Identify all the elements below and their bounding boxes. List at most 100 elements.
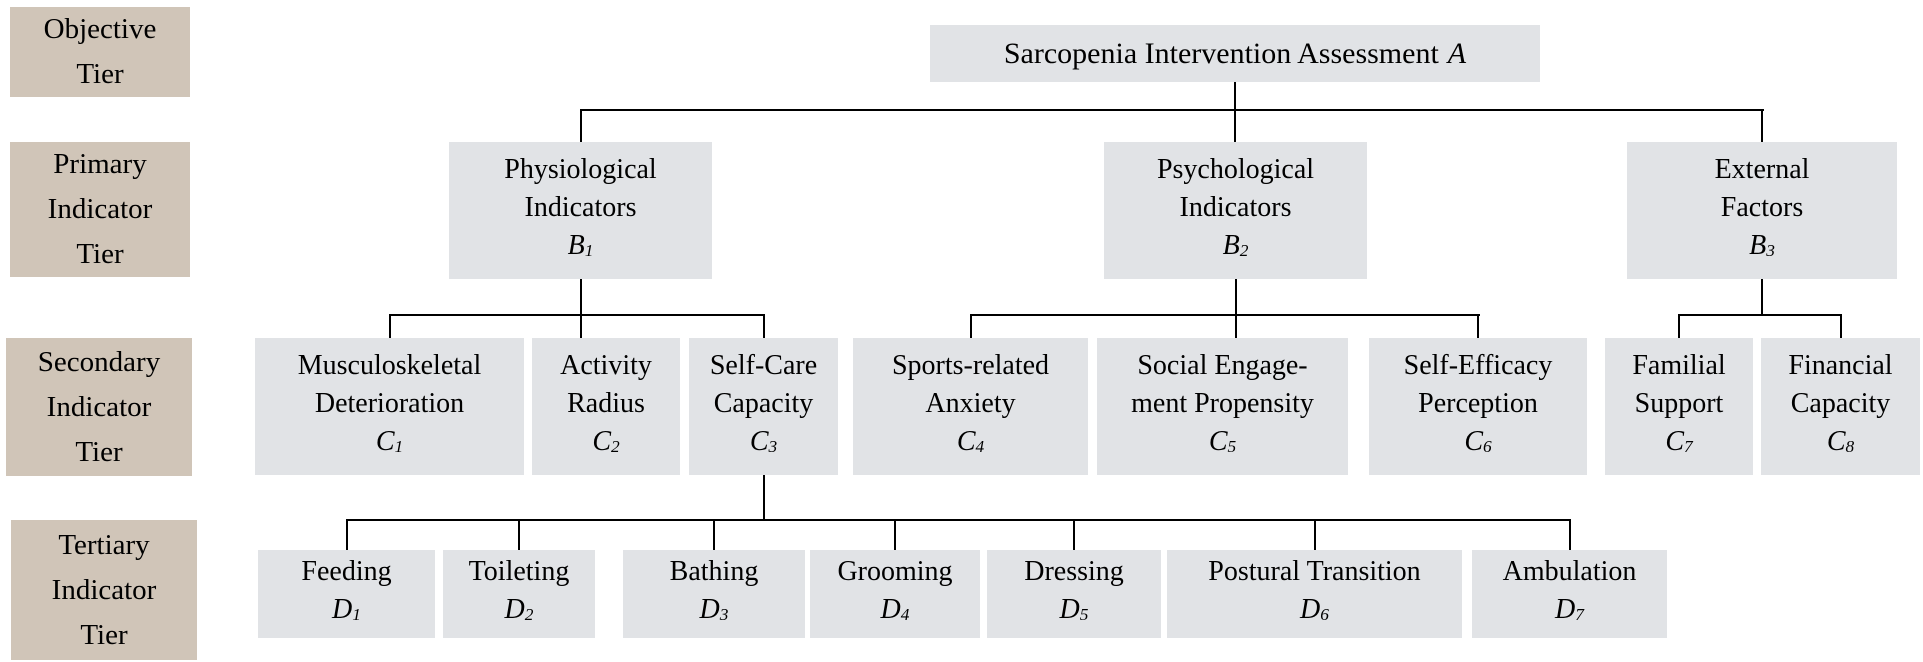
- node-symbol-subscript: 1: [584, 241, 594, 261]
- node-label-text: Perception: [1418, 387, 1538, 419]
- connector-C3-bus: [346, 519, 1571, 521]
- connector-A-stem: [1234, 82, 1236, 111]
- node-symbol-line: D4: [881, 591, 910, 634]
- node-symbol-subscript: 3: [1766, 241, 1775, 261]
- node-symbol-letter: D: [1555, 594, 1576, 626]
- node-symbol: C4: [957, 426, 984, 457]
- node-label-line: Social Engage-: [1137, 347, 1307, 385]
- node-label-line: Self-Efficacy: [1404, 347, 1553, 385]
- connector-C3-D2: [518, 520, 520, 550]
- node-symbol-letter: C: [749, 425, 769, 457]
- node-label-line: Self-Care: [710, 347, 817, 385]
- node-symbol: D7: [1555, 594, 1584, 625]
- node-symbol-letter: B: [567, 229, 585, 261]
- connector-B2-bus: [970, 314, 1480, 316]
- connector-C3-D4: [894, 520, 896, 550]
- connector-C3-D6: [1314, 520, 1316, 550]
- node-symbol-subscript: 2: [1239, 241, 1249, 261]
- node-symbol-letter: B: [1222, 229, 1240, 261]
- tier-label-line: Tier: [76, 238, 124, 270]
- node-symbol: D3: [700, 594, 729, 625]
- node-label-line: Capacity: [714, 385, 814, 423]
- tier-label-line: Primary: [53, 148, 147, 180]
- node-symbol-letter: D: [1300, 594, 1321, 626]
- node-symbol-letter: C: [1665, 425, 1684, 457]
- tier-label-line: Indicator: [46, 390, 152, 423]
- node-label-line: Deterioration: [315, 385, 464, 423]
- node-symbol-line: D3: [700, 591, 729, 634]
- node-symbol-subscript: 8: [1845, 437, 1855, 457]
- node-label-line: Physiological: [504, 151, 656, 189]
- node-symbol-line: C4: [957, 423, 984, 466]
- connector-B3-C8: [1840, 315, 1842, 338]
- node-symbol-letter: D: [880, 594, 901, 626]
- node-symbol: C7: [1665, 426, 1692, 457]
- node-symbol-letter: C: [956, 425, 976, 457]
- node-symbol-letter: D: [504, 594, 525, 626]
- node-label-text: Dressing: [1024, 556, 1124, 588]
- node-label-line: Sports-related: [892, 347, 1049, 385]
- node-label-line: Factors: [1721, 189, 1803, 227]
- connector-C3-stem: [763, 475, 765, 521]
- connector-C3-D3: [713, 520, 715, 550]
- node-label-text: Ambulation: [1502, 556, 1637, 588]
- connector-B1-C1: [389, 315, 391, 338]
- node-symbol-line: D5: [1060, 591, 1089, 634]
- node-symbol-subscript: 5: [1227, 437, 1237, 457]
- tier-label-line: Tertiary: [58, 528, 150, 561]
- connector-B1-bus: [389, 314, 765, 316]
- connector-A-B3: [1761, 110, 1763, 142]
- node-symbol-line: C2: [592, 423, 619, 466]
- connector-B2-C6: [1477, 315, 1479, 338]
- node-symbol-subscript: 4: [900, 605, 910, 625]
- node-symbol-letter: D: [699, 594, 720, 626]
- node-symbol-subscript: 7: [1575, 605, 1584, 625]
- node-symbol-subscript: 6: [1483, 437, 1492, 457]
- node-label-text: Toileting: [468, 556, 570, 588]
- connector-C3-D7: [1569, 520, 1571, 550]
- node-label-line: Grooming: [837, 553, 952, 591]
- node-label-text: ment Propensity: [1131, 387, 1314, 419]
- node-symbol: C6: [1464, 426, 1491, 457]
- node-label-line: Feeding: [301, 553, 391, 591]
- node-symbol-line: B3: [1749, 227, 1775, 270]
- node-symbol-subscript: 3: [719, 605, 729, 625]
- node-label-text: Feeding: [301, 556, 392, 588]
- node-label-line: External: [1715, 151, 1810, 189]
- node-label-text: Anxiety: [925, 387, 1016, 419]
- node-symbol-subscript: 2: [524, 605, 534, 625]
- node-label-text: Deterioration: [314, 387, 465, 419]
- node-symbol-subscript: 2: [611, 437, 620, 457]
- node-label-text: Self-Efficacy: [1403, 349, 1553, 381]
- node-label-text: External: [1714, 153, 1810, 185]
- node-symbol: B1: [568, 230, 594, 261]
- node-label-text: Indicators: [524, 191, 637, 223]
- connector-A-bus: [580, 109, 1764, 111]
- node-symbol: D4: [881, 594, 910, 625]
- connector-B3-bus: [1678, 314, 1842, 316]
- node-symbol-subscript: 4: [975, 437, 985, 457]
- node-label-text: Psychological: [1156, 153, 1315, 185]
- node-label-text: Capacity: [1790, 387, 1891, 419]
- node-symbol: C2: [592, 426, 619, 457]
- node-label-text: Self-Care: [709, 349, 818, 381]
- tier-label-line: Secondary: [37, 345, 161, 378]
- node-symbol: A: [1448, 37, 1466, 70]
- node-label-text: Postural Transition: [1208, 556, 1421, 588]
- node-label-text: Indicators: [1179, 191, 1292, 223]
- connector-B1-C3: [763, 315, 765, 338]
- node-symbol-letter: B: [1749, 229, 1767, 261]
- node-symbol-subscript: 1: [352, 605, 361, 625]
- node-symbol-subscript: 6: [1320, 605, 1329, 625]
